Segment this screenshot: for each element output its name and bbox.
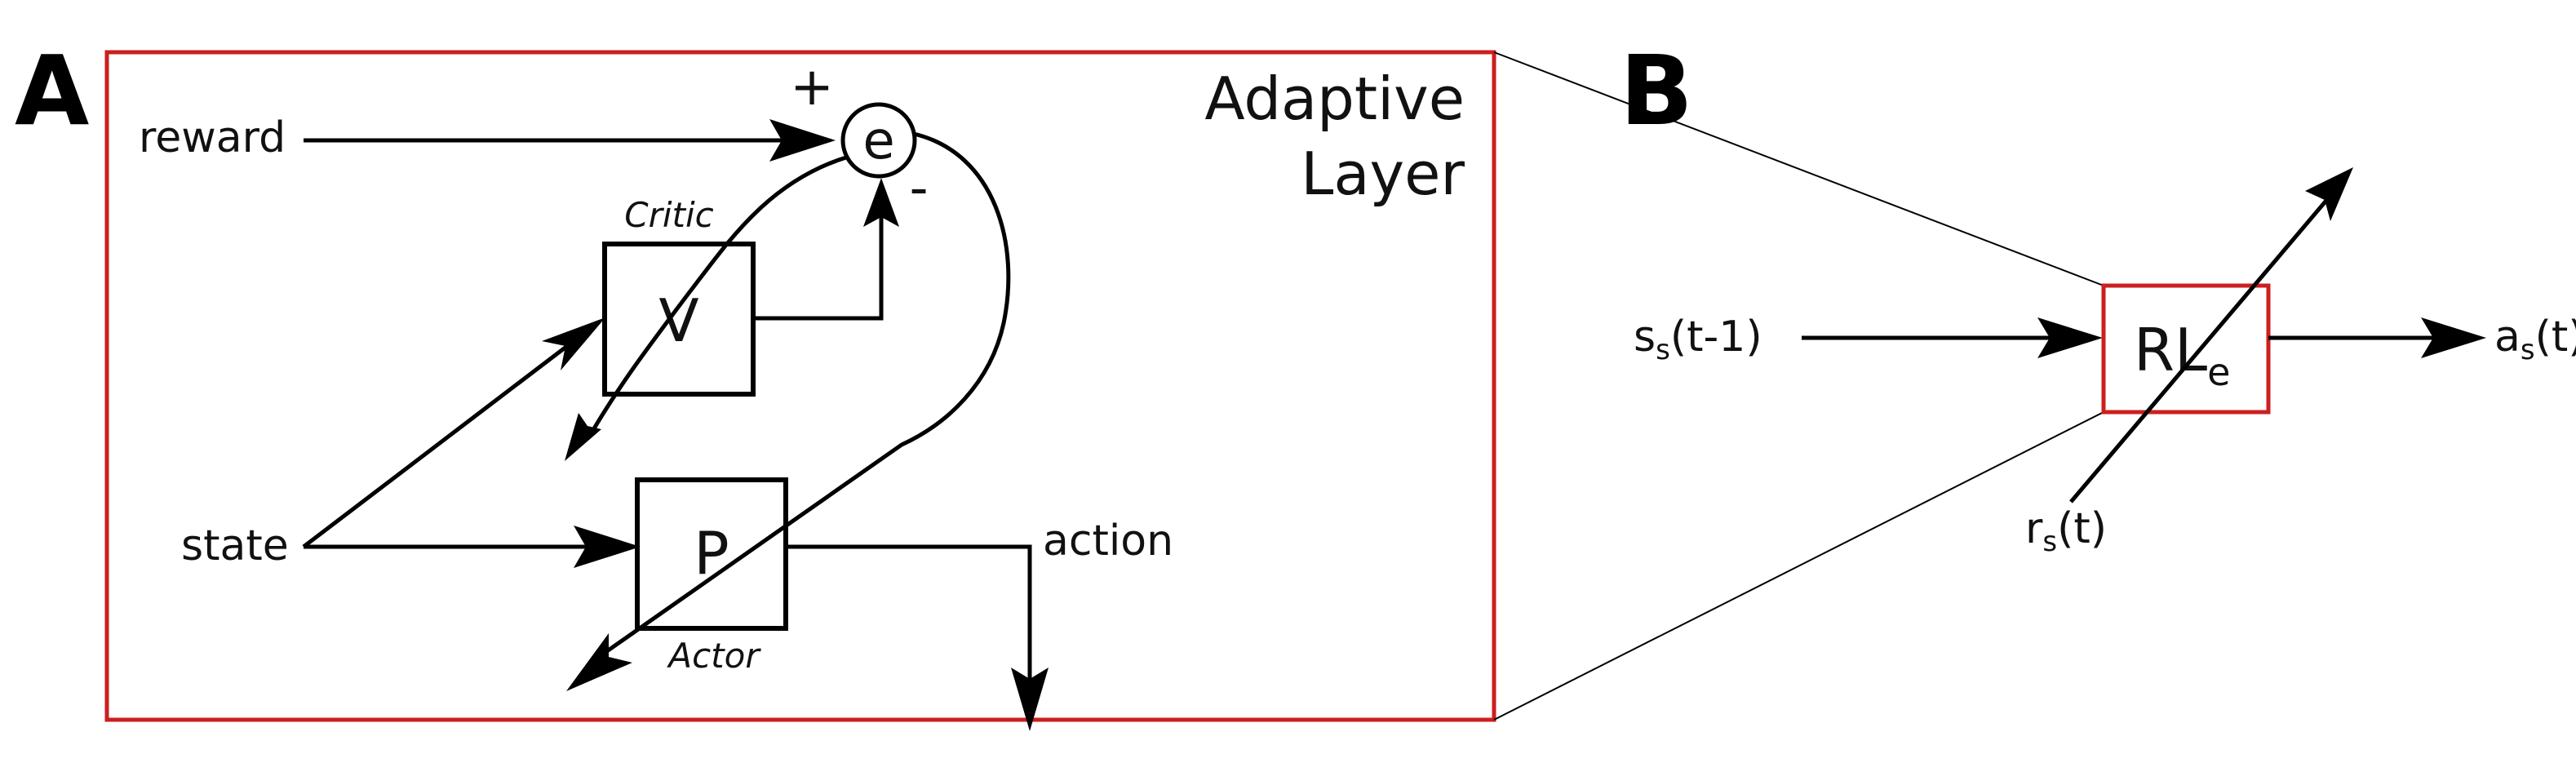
zoom-line-bottom bbox=[1493, 411, 2104, 721]
minus-sign: - bbox=[909, 158, 928, 219]
rl-output-arrowhead bbox=[2421, 317, 2486, 358]
actor-box bbox=[635, 477, 788, 631]
rl-block bbox=[2101, 283, 2271, 415]
adaptive-layer-title-line2: Layer bbox=[1301, 140, 1465, 208]
state-label: state bbox=[181, 521, 289, 570]
error-to-actor-arrowhead bbox=[566, 633, 632, 691]
rl-input-arrowhead bbox=[2037, 317, 2103, 358]
state-to-actor-arrowhead bbox=[574, 526, 641, 568]
zoom-line-top bbox=[1493, 51, 2104, 286]
reward-label: reward bbox=[139, 113, 286, 162]
error-node-symbol: e bbox=[862, 111, 894, 171]
panel-a-letter: A bbox=[15, 34, 89, 147]
critic-symbol: V bbox=[658, 286, 698, 355]
rl-signal-arrowhead bbox=[2305, 167, 2353, 221]
state-to-critic-arrowhead bbox=[542, 317, 605, 370]
rl-signal-label: rs(t) bbox=[2025, 504, 2107, 558]
action-line bbox=[786, 544, 1032, 685]
adaptive-layer-title-line1: Adaptive bbox=[1204, 64, 1465, 133]
error-to-actor-curve bbox=[595, 131, 1011, 661]
state-to-critic-line bbox=[302, 337, 579, 548]
action-arrowhead bbox=[1011, 668, 1049, 731]
critic-to-error-line bbox=[753, 214, 884, 321]
rl-block-label: RLe bbox=[2134, 316, 2230, 394]
adaptive-layer-frame bbox=[104, 50, 1496, 722]
critic-label: Critic bbox=[624, 195, 714, 235]
action-label: action bbox=[1043, 517, 1173, 566]
rl-signal-line bbox=[2069, 190, 2335, 503]
reward-arrowhead bbox=[769, 119, 836, 162]
critic-to-error-arrowhead bbox=[863, 178, 899, 227]
plus-sign: + bbox=[790, 57, 834, 118]
error-to-critic-curve bbox=[588, 154, 849, 436]
actor-label: Actor bbox=[666, 636, 761, 676]
error-to-critic-arrowhead bbox=[565, 413, 601, 461]
panel-b-letter: B bbox=[1620, 34, 1693, 147]
rl-output-label: as(t) bbox=[2494, 313, 2576, 366]
rl-input-label: ss(t-1) bbox=[1634, 313, 1762, 366]
error-node-circle bbox=[840, 102, 917, 179]
